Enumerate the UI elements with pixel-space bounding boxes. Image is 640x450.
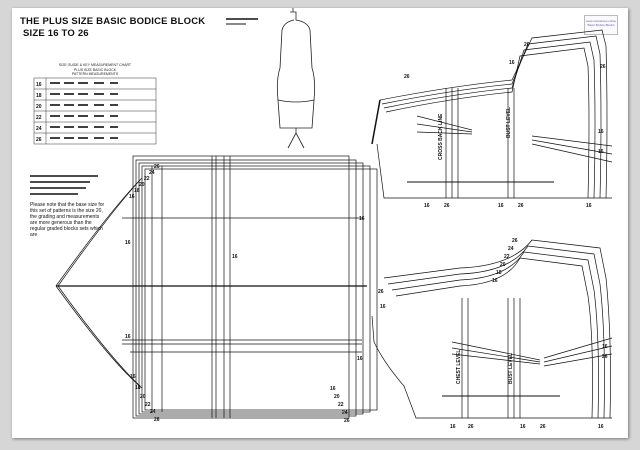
size-label: 16: [598, 149, 604, 155]
size-label: 26: [468, 424, 474, 430]
size-label: 16: [359, 216, 365, 222]
back-bodice-block: [371, 29, 613, 199]
size-label: 26: [602, 354, 608, 360]
chest-level-label: CHEST LEVEL: [456, 350, 462, 384]
size-label: 16: [509, 60, 515, 66]
size-label: 16: [330, 386, 336, 392]
front-size-labels: 26 24 22 20 18 16 26 16 16 26 16 26 16 2…: [378, 238, 608, 430]
size-label: 16: [498, 203, 504, 209]
size-label: 22: [504, 254, 510, 260]
logo-text: www.cutandsew.online Basic Bodice Blocks: [585, 19, 617, 27]
size-label: 16: [492, 278, 498, 284]
base-size-note: Please note that the base size for this …: [30, 202, 105, 238]
brand-logo: www.cutandsew.online Basic Bodice Blocks: [584, 15, 618, 35]
document-subtitle: SIZE 16 TO 26: [23, 28, 89, 39]
dress-form-illustration: [276, 8, 316, 149]
bust-level-label: BUST LEVEL: [506, 107, 512, 138]
size-label: 16: [125, 334, 131, 340]
front-bodice-block: [371, 239, 613, 419]
size-label: 26: [518, 203, 524, 209]
size-label: 16: [125, 240, 131, 246]
size-label: 16: [130, 374, 136, 380]
size-label: 22: [144, 176, 150, 182]
size-label: 26: [404, 74, 410, 80]
size-label: 16: [450, 424, 456, 430]
size-label: 26: [540, 424, 546, 430]
size-chart-subheading-2: PATTERN MEASUREMENTS: [71, 72, 119, 76]
document-title: THE PLUS SIZE BASIC BODICE BLOCK: [20, 16, 206, 27]
size-label: 16: [520, 424, 526, 430]
size-row-label: 26: [36, 137, 42, 143]
size-chart-heading: SIZE GUIDE & KEY MEASUREMENT CHART: [58, 63, 132, 67]
size-label: 24: [150, 409, 156, 415]
pattern-sheet: THE PLUS SIZE BASIC BODICE BLOCK SIZE 16…: [12, 8, 628, 438]
size-row-label: 18: [36, 93, 42, 99]
size-label: 26: [378, 289, 384, 295]
size-label: 16: [602, 344, 608, 350]
sleeve-block: [55, 155, 378, 419]
left-size-labels: 26 24 22 20 18 16 16 16 16 18 20 22 24 2…: [125, 164, 365, 424]
size-chart-table: 16 18 20 22 24 26: [33, 77, 157, 145]
bust-level-label: BUST LEVEL: [508, 353, 514, 384]
size-label: 16: [598, 424, 604, 430]
size-label: 22: [338, 402, 344, 408]
size-row-label: 16: [36, 82, 42, 88]
back-size-labels: 26 16 26 16 26 16 26 16 26 16 16 CROSS B…: [404, 42, 606, 209]
size-label: 18: [135, 385, 141, 391]
size-label: 24: [149, 170, 155, 176]
size-label: 16: [424, 203, 430, 209]
size-label: 16: [129, 194, 135, 200]
size-label: 16: [232, 254, 238, 260]
size-label: 18: [496, 270, 502, 276]
size-label: 24: [508, 246, 514, 252]
size-label: 26: [154, 164, 160, 170]
size-label: 20: [500, 262, 506, 268]
size-label: 16: [380, 304, 386, 310]
size-label: 18: [134, 188, 140, 194]
size-label: 22: [145, 402, 151, 408]
size-label: 26: [154, 417, 160, 423]
size-label: 20: [139, 182, 145, 188]
size-label: 26: [524, 42, 530, 48]
size-label: 26: [344, 418, 350, 424]
note-bars: [30, 175, 98, 195]
size-label: 20: [140, 394, 146, 400]
size-label: 24: [342, 410, 348, 416]
size-row-label: 24: [36, 126, 42, 132]
size-label: 16: [357, 356, 363, 362]
size-chart-subheading: PLUS SIZE BASIC BLOCK: [73, 67, 117, 72]
cross-back-line-label: CROSS BACK LINE: [438, 113, 444, 160]
size-label: 20: [334, 394, 340, 400]
size-label: 26: [600, 64, 606, 70]
size-label: 16: [598, 129, 604, 135]
size-label: 26: [512, 238, 518, 244]
size-row-label: 20: [36, 104, 42, 110]
size-label: 26: [444, 203, 450, 209]
pattern-drawing: 16 18 20 22 24 26: [30, 8, 613, 430]
size-label: 16: [586, 203, 592, 209]
size-chart-title: SIZE GUIDE & KEY MEASUREMENT CHART PLUS …: [34, 63, 156, 77]
size-row-label: 22: [36, 115, 42, 121]
